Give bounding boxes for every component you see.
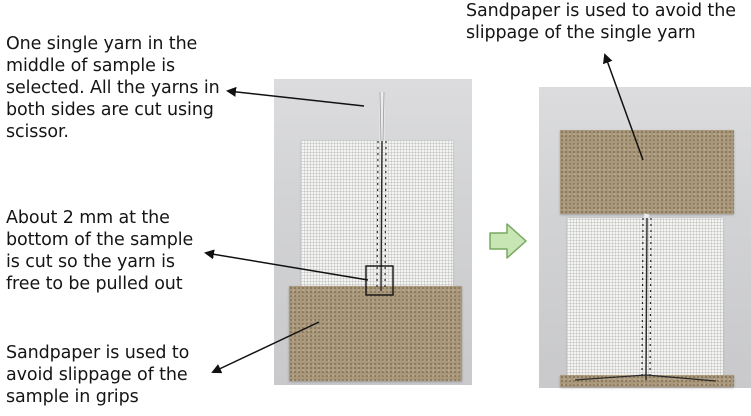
- left-protruding-yarn: [380, 92, 384, 141]
- pointer-arrow-selected-yarn: [228, 91, 364, 106]
- right-arrow-icon: [490, 224, 526, 258]
- annotation-sandpaper-single-yarn: Sandpaper is used to avoid the slippage …: [466, 0, 751, 44]
- pointer-arrow-bottom-cut: [206, 253, 368, 280]
- annotation-sandpaper-grips: Sandpaper is used to avoid slippage of t…: [6, 342, 216, 408]
- left-selected-yarn-line: [377, 141, 386, 291]
- annotation-selected-yarn: One single yarn in the middle of sample …: [6, 33, 236, 143]
- pointer-arrow-sandpaper-grips: [213, 322, 319, 372]
- cut-region-box: [366, 266, 393, 295]
- annotation-bottom-cut: About 2 mm at the bottom of the sample i…: [6, 207, 216, 295]
- pointer-arrow-sandpaper-single-yarn: [605, 55, 643, 160]
- right-selected-yarn-line: [575, 214, 716, 381]
